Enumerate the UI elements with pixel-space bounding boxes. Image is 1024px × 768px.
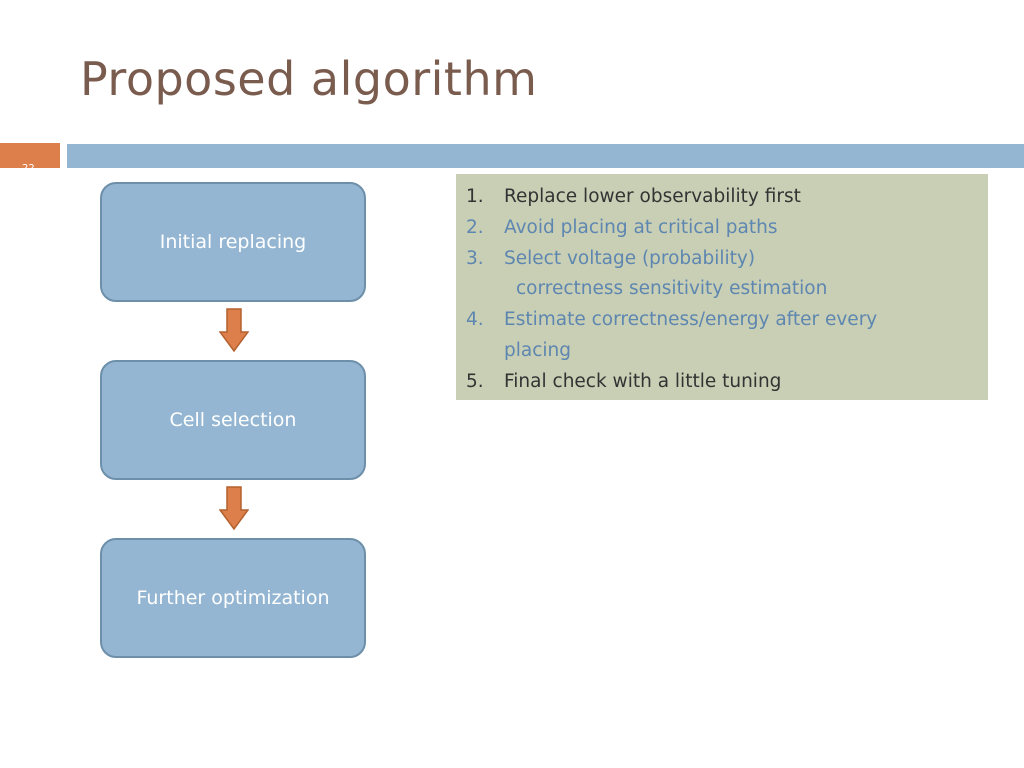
- step-text: Estimate correctness/energy after every …: [504, 305, 978, 367]
- step-text: Select voltage (probability) correctness…: [504, 244, 978, 306]
- slide-number: 22: [22, 163, 35, 168]
- step-text: Replace lower observability first: [504, 186, 801, 207]
- step-line: Estimate correctness/energy after every: [504, 309, 878, 331]
- step-number: 4.: [466, 309, 484, 331]
- flow-box-label: Further optimization: [136, 587, 330, 609]
- step-3: 3. Select voltage (probability) correctn…: [466, 244, 978, 306]
- step-line: placing: [504, 339, 571, 361]
- step-line: correctness sensitivity estimation: [516, 278, 828, 300]
- step-number: 2.: [466, 216, 484, 238]
- flow-box-label: Initial replacing: [159, 231, 307, 253]
- down-arrow-icon: [219, 308, 249, 352]
- flow-box-further-optimization: Further optimization: [100, 538, 366, 658]
- step-line: Select voltage (probability): [504, 247, 756, 269]
- step-text: Final check with a little tuning: [504, 370, 782, 392]
- step-number: 5.: [466, 370, 484, 392]
- flow-box-cell-selection: Cell selection: [100, 360, 366, 480]
- steps-panel: 1. Replace lower observability first 2. …: [456, 174, 988, 400]
- step-text: Avoid placing at critical paths: [504, 216, 778, 238]
- step-4: 4. Estimate correctness/energy after eve…: [466, 305, 978, 367]
- step-2: 2. Avoid placing at critical paths: [466, 213, 978, 244]
- step-1: 1. Replace lower observability first: [466, 182, 978, 213]
- accent-bar: [67, 144, 1024, 168]
- step-number: 1.: [466, 186, 484, 207]
- flow-box-label: Cell selection: [169, 409, 297, 431]
- step-5: 5. Final check with a little tuning: [466, 367, 978, 398]
- step-number: 3.: [466, 247, 484, 269]
- slide-title: Proposed algorithm: [80, 52, 538, 106]
- accent-square: 22: [0, 143, 60, 168]
- flow-box-initial-replacing: Initial replacing: [100, 182, 366, 302]
- down-arrow-icon: [219, 486, 249, 530]
